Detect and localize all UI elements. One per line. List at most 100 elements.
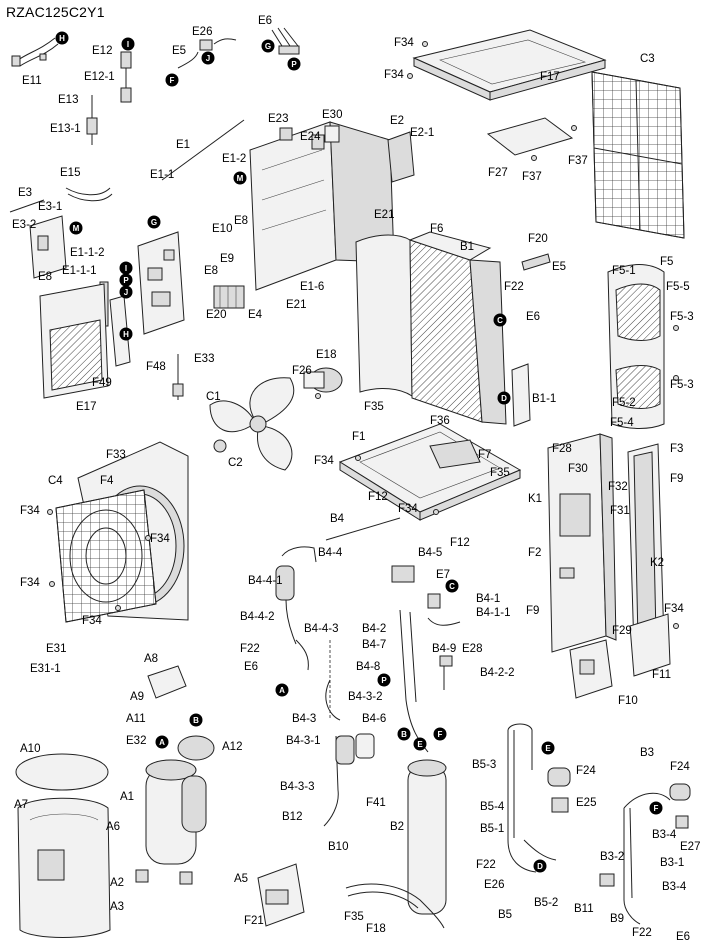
part-label-e24: E24 bbox=[300, 131, 321, 143]
part-label-b3-1: B3-1 bbox=[660, 857, 684, 869]
part-label-f20: F20 bbox=[528, 233, 548, 245]
reactor-e20 bbox=[213, 285, 245, 309]
cable-e15 bbox=[65, 187, 113, 202]
bracket-f21 bbox=[257, 863, 305, 927]
svg-text:F: F bbox=[170, 76, 175, 85]
part-label-e6: E6 bbox=[258, 15, 272, 27]
bracket-f20 bbox=[521, 253, 551, 271]
svg-text:G: G bbox=[151, 218, 157, 227]
part-label-b4-8: B4-8 bbox=[356, 661, 380, 673]
part-label-e13: E13 bbox=[58, 94, 78, 106]
part-label-e21: E21 bbox=[374, 209, 394, 221]
part-label-b4-5: B4-5 bbox=[418, 547, 442, 559]
part-label-b4-4-2: B4-4-2 bbox=[240, 611, 275, 623]
connector-e5-e26 bbox=[177, 38, 237, 69]
sensor-e13 bbox=[86, 95, 98, 145]
pcb-e1-1 bbox=[137, 231, 185, 335]
svg-text:F: F bbox=[438, 730, 443, 739]
pcb-e3 bbox=[9, 199, 67, 279]
part-label-b1-1: B1-1 bbox=[532, 393, 556, 405]
marker-i: I bbox=[119, 261, 133, 275]
fan-guard-c4 bbox=[55, 489, 157, 623]
marker-f: F bbox=[433, 727, 447, 741]
svg-text:M: M bbox=[73, 224, 80, 233]
connector-e6 bbox=[271, 27, 300, 55]
part-label-a12: A12 bbox=[222, 741, 242, 753]
marker-m: M bbox=[233, 171, 247, 185]
part-label-k2: K2 bbox=[650, 557, 664, 569]
marker-e: E bbox=[413, 737, 427, 751]
part-label-e6: E6 bbox=[676, 931, 690, 943]
part-label-e18: E18 bbox=[316, 349, 336, 361]
cover-e17 bbox=[39, 283, 109, 399]
part-label-e8: E8 bbox=[204, 265, 218, 277]
part-label-f5-4: F5-4 bbox=[610, 417, 634, 429]
front-plate-f2 bbox=[547, 433, 617, 653]
marker-d: D bbox=[497, 391, 511, 405]
part-label-c4: C4 bbox=[48, 475, 63, 487]
marker-g: G bbox=[147, 215, 161, 229]
part-label-a5: A5 bbox=[234, 873, 248, 885]
svg-text:E: E bbox=[417, 740, 423, 749]
part-label-e26: E26 bbox=[484, 879, 504, 891]
piping-f18 bbox=[345, 883, 445, 929]
part-label-b4-4: B4-4 bbox=[318, 547, 343, 559]
model-title: RZAC125C2Y1 bbox=[6, 4, 105, 20]
part-label-b5-4: B5-4 bbox=[480, 801, 505, 813]
svg-text:C: C bbox=[449, 582, 455, 591]
part-label-f22: F22 bbox=[240, 643, 260, 655]
part-label-f41: F41 bbox=[366, 797, 386, 809]
part-label-b1: B1 bbox=[460, 241, 474, 253]
part-label-e28: E28 bbox=[462, 643, 482, 655]
part-label-f3: F3 bbox=[670, 443, 683, 455]
part-label-e1-1: E1-1 bbox=[150, 169, 174, 181]
part-label-f24: F24 bbox=[670, 761, 690, 773]
marker-d: D bbox=[533, 859, 547, 873]
part-label-f34: F34 bbox=[150, 533, 170, 545]
part-label-f34: F34 bbox=[664, 603, 684, 615]
part-label-b3-4: B3-4 bbox=[662, 881, 687, 893]
part-label-f22: F22 bbox=[476, 859, 496, 871]
part-label-b5: B5 bbox=[498, 909, 512, 921]
part-label-e31: E31 bbox=[46, 643, 66, 655]
part-label-b11: B11 bbox=[574, 903, 594, 915]
part-label-e1-2: E1-2 bbox=[222, 153, 246, 165]
svg-text:G: G bbox=[265, 42, 271, 51]
part-label-f5-1: F5-1 bbox=[612, 265, 636, 277]
part-label-b4-2: B4-2 bbox=[362, 623, 386, 635]
piping-b5 bbox=[507, 723, 571, 873]
part-label-e8: E8 bbox=[234, 215, 248, 227]
svg-text:M: M bbox=[237, 174, 244, 183]
part-label-f49: F49 bbox=[92, 377, 112, 389]
part-label-f34: F34 bbox=[394, 37, 414, 49]
part-label-b9: B9 bbox=[610, 913, 624, 925]
part-label-c1: C1 bbox=[206, 391, 221, 403]
part-label-f22: F22 bbox=[632, 927, 652, 939]
part-label-e6: E6 bbox=[526, 311, 540, 323]
part-label-b5-2: B5-2 bbox=[534, 897, 558, 909]
wire-harness-e11 bbox=[11, 37, 59, 67]
part-label-f34: F34 bbox=[82, 615, 102, 627]
part-label-f5-3: F5-3 bbox=[670, 379, 694, 391]
part-label-f34: F34 bbox=[20, 505, 40, 517]
svg-text:H: H bbox=[123, 330, 129, 339]
part-label-b4-7: B4-7 bbox=[362, 639, 386, 651]
part-label-b4-3-2: B4-3-2 bbox=[348, 691, 383, 703]
svg-text:P: P bbox=[123, 276, 129, 285]
part-label-a7: A7 bbox=[14, 799, 28, 811]
part-label-e23: E23 bbox=[268, 113, 288, 125]
part-label-e3-2: E3-2 bbox=[12, 219, 36, 231]
top-plate-f27 bbox=[486, 117, 574, 156]
part-label-c3: C3 bbox=[640, 53, 655, 65]
part-label-f34: F34 bbox=[20, 577, 40, 589]
part-label-f24: F24 bbox=[576, 765, 596, 777]
part-label-f48: F48 bbox=[146, 361, 166, 373]
part-label-a9: A9 bbox=[130, 691, 144, 703]
part-label-b5-1: B5-1 bbox=[480, 823, 504, 835]
sensor-e33 bbox=[172, 354, 184, 400]
part-label-e26: E26 bbox=[192, 26, 212, 38]
part-label-f37: F37 bbox=[568, 155, 588, 167]
part-label-a6: A6 bbox=[106, 821, 120, 833]
